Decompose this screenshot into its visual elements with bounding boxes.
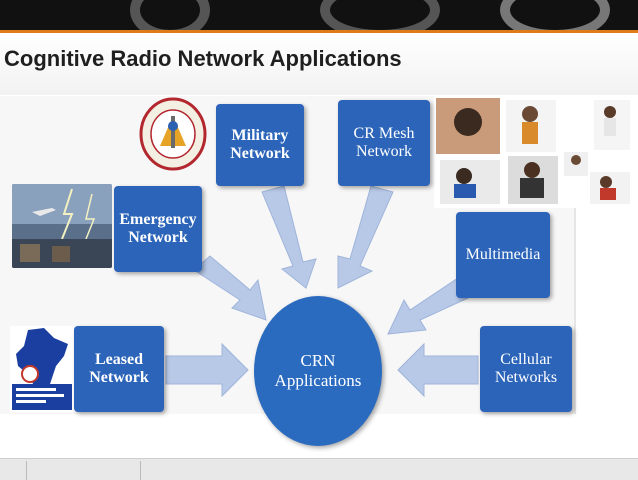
arrow-cellular <box>397 342 479 398</box>
gear-decoration <box>320 0 440 30</box>
cr-mesh-network-box: CR Mesh Network <box>338 100 430 186</box>
arrow-crmesh <box>337 185 394 289</box>
arrow-leased <box>165 342 249 398</box>
emergency-network-box: Emergency Network <box>114 186 202 272</box>
footer-divider <box>26 461 27 480</box>
india-map-image <box>10 326 74 412</box>
gear-decoration <box>130 0 210 30</box>
cellular-networks-box: Cellular Networks <box>480 326 572 412</box>
military-network-box: Military Network <box>216 104 304 186</box>
accent-line <box>0 30 638 33</box>
gear-decoration <box>500 0 610 30</box>
emblem-icon <box>138 96 208 172</box>
leased-network-box: Leased Network <box>74 326 164 412</box>
people-photos <box>434 96 634 208</box>
footer-bar <box>0 458 638 480</box>
storm-photo <box>12 184 112 268</box>
crn-applications-circle: CRN Applications <box>254 296 382 446</box>
header-banner <box>0 0 638 30</box>
slide-title: Cognitive Radio Network Applications <box>4 46 402 71</box>
arrow-military <box>261 185 317 289</box>
arrow-emergency <box>193 255 267 321</box>
title-background <box>0 33 638 95</box>
multimedia-box: Multimedia <box>456 212 550 298</box>
arrow-multimedia <box>387 277 469 335</box>
footer-divider <box>140 461 141 480</box>
